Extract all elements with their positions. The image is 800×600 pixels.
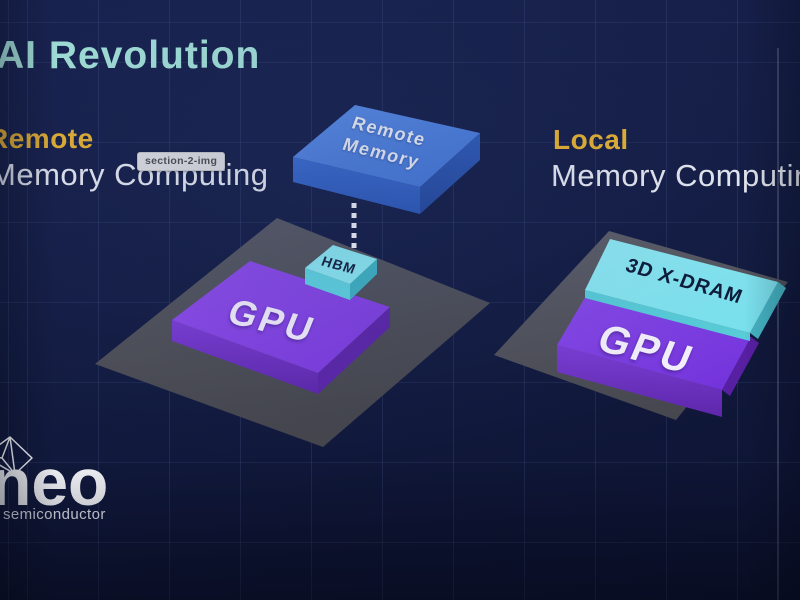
local-section-heading: Local [553, 124, 629, 155]
background-grid-line [777, 48, 779, 600]
page-title: AI Revolution [0, 34, 261, 77]
left-gpu-label: GPU [222, 290, 323, 351]
neo-semiconductor-logo: neo semiconductor [0, 430, 200, 530]
logo-tagline: semiconductor [3, 506, 106, 523]
remote-section-subheading: Memory Computing [0, 157, 269, 192]
neo-gem-icon [0, 436, 33, 475]
right-gpu-label: GPU [591, 316, 702, 383]
hbm-label: HBM [319, 252, 359, 278]
logo-wordmark: neo [0, 445, 109, 519]
remote-memory-label: Remote Memory [339, 112, 430, 173]
local-section-subheading: Memory Computing [551, 158, 800, 193]
annotation-badge: section-2-img [137, 152, 226, 171]
remote-section-heading: Remote [0, 123, 94, 154]
xdram-label: 3D X-DRAM [622, 254, 747, 309]
